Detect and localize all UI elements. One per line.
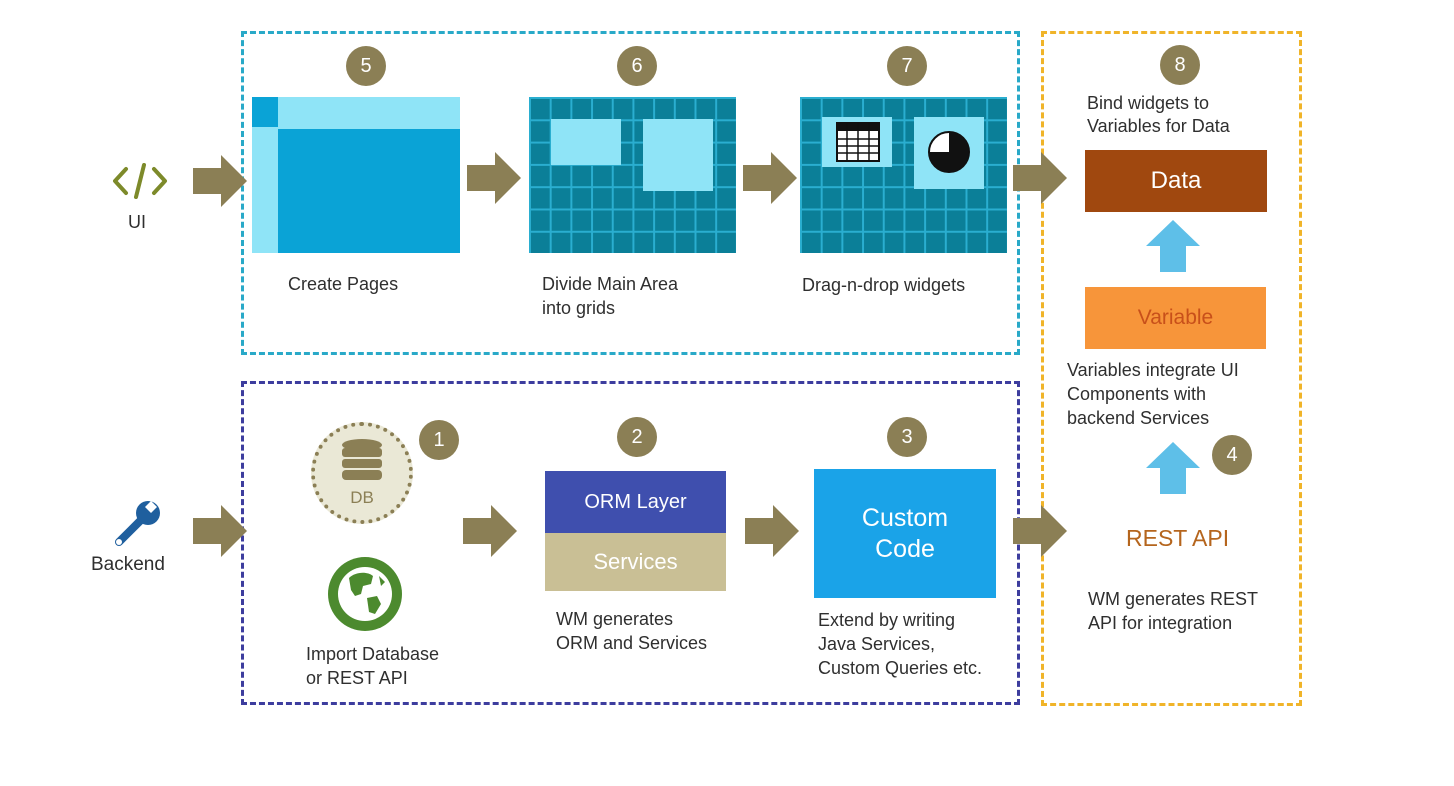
db-circle: DB <box>311 422 413 524</box>
custom-code-label-line-1: Custom <box>861 504 949 532</box>
data-block: Data <box>1085 150 1267 212</box>
arrow-step6-to-step7 <box>743 152 797 204</box>
widget-slot-table <box>822 117 892 167</box>
step-3-caption-line-2: Java Services, <box>818 634 936 654</box>
step-8-badge: 8 <box>1160 45 1200 85</box>
step-6-badge: 6 <box>617 46 657 86</box>
custom-code-label-line-2: Code <box>875 535 935 563</box>
step-1-caption-line-2: or REST API <box>306 668 408 688</box>
grid-area-small <box>551 119 621 165</box>
variable-caption-line-3: backend Services <box>1067 408 1210 428</box>
orm-layer-block: ORM Layer <box>545 471 726 533</box>
step-8-caption-line-1: Bind widgets to <box>1087 93 1210 113</box>
step-5-badge: 5 <box>346 46 386 86</box>
pie-chart-icon <box>928 131 970 173</box>
step-1-badge: 1 <box>419 420 459 460</box>
page-corner <box>252 97 278 127</box>
step-2-caption-line-1: WM generates <box>556 609 674 629</box>
variable-caption-line-1: Variables integrate UI <box>1067 360 1239 380</box>
step-4-badge: 4 <box>1212 435 1252 475</box>
step-1-caption-line-1: Import Database <box>306 644 440 664</box>
widgets-illustration <box>800 97 1007 253</box>
arrow-ui-to-data <box>1013 152 1067 204</box>
rest-api-label: REST API <box>1126 525 1230 551</box>
step-5-caption: Create Pages <box>288 274 399 294</box>
step-2-badge: 2 <box>617 417 657 457</box>
table-icon <box>836 122 880 162</box>
up-arrow-rest-to-variable <box>1146 442 1200 494</box>
step-3-badge: 3 <box>887 417 927 457</box>
arrow-ui-to-section <box>193 155 247 207</box>
rest-caption-line-1: WM generates REST <box>1088 589 1259 609</box>
step-3-caption-line-1: Extend by writing <box>818 610 956 630</box>
variable-caption-line-2: Components with <box>1067 384 1207 404</box>
wrench-icon <box>115 501 160 546</box>
arrow-step2-to-step3 <box>745 505 799 557</box>
rest-caption-line-2: API for integration <box>1088 613 1233 633</box>
arrow-backend-to-section <box>193 505 247 557</box>
page-sidebar <box>252 127 278 253</box>
step-7-badge: 7 <box>887 46 927 86</box>
arrow-backend-to-rest <box>1013 505 1067 557</box>
grid-illustration <box>529 97 736 253</box>
orm-layer-label: ORM Layer <box>584 491 687 513</box>
step-7-caption: Drag-n-drop widgets <box>802 275 966 295</box>
services-block: Services <box>545 533 726 591</box>
step-2-caption-line-2: ORM and Services <box>556 633 708 653</box>
step-6-caption-line-2: into grids <box>542 298 616 318</box>
db-label: DB <box>350 488 374 507</box>
create-pages-illustration <box>252 97 460 253</box>
custom-code-block: Custom Code <box>814 469 996 598</box>
code-icon <box>113 163 167 199</box>
step-3-caption-line-3: Custom Queries etc. <box>818 658 983 678</box>
backend-label: Backend <box>91 554 165 575</box>
variable-label: Variable <box>1137 306 1214 329</box>
grid-area-large <box>643 119 713 191</box>
step-6-caption-line-1: Divide Main Area <box>542 274 679 294</box>
variable-block: Variable <box>1085 287 1266 349</box>
data-label: Data <box>1150 167 1202 194</box>
page-header-bar <box>278 97 460 129</box>
globe-icon <box>328 557 402 631</box>
step-8-caption-line-2: Variables for Data <box>1087 116 1230 136</box>
ui-section-box <box>241 31 1020 355</box>
services-label: Services <box>593 549 678 574</box>
widget-slot-chart <box>914 117 984 189</box>
database-icon <box>342 439 382 480</box>
integration-section-box <box>1041 31 1302 706</box>
arrow-step5-to-step6 <box>467 152 521 204</box>
up-arrow-variable-to-data <box>1146 220 1200 272</box>
arrow-step1-to-step2 <box>463 505 517 557</box>
ui-label: UI <box>128 212 146 232</box>
